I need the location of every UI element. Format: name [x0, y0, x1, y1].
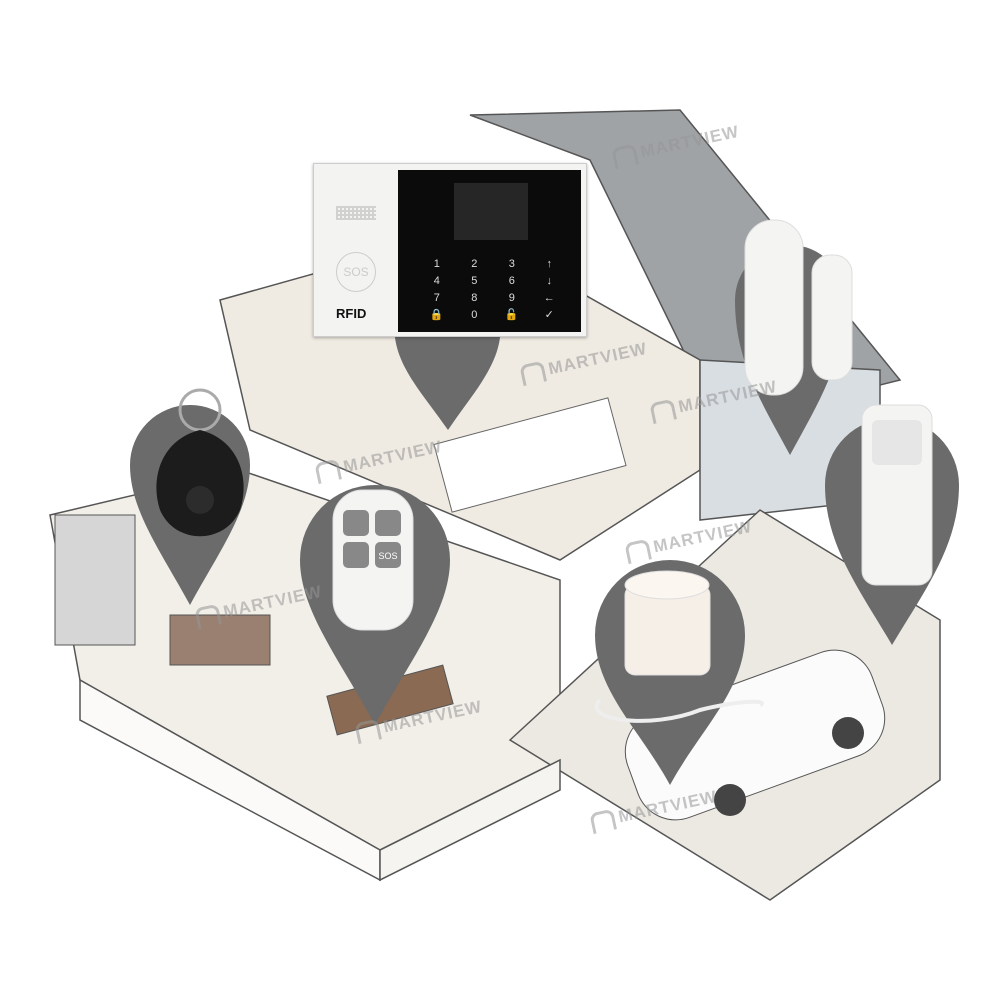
key[interactable]: 0 — [471, 309, 478, 321]
door-sensor-body — [744, 219, 804, 396]
key[interactable]: 3 — [508, 258, 515, 270]
keyfob-center — [186, 486, 214, 514]
remote-button-home[interactable] — [343, 542, 369, 568]
key[interactable]: ← — [543, 292, 555, 304]
remote-button-unlock[interactable] — [375, 510, 401, 536]
siren-top — [624, 570, 710, 600]
car-wheel — [832, 717, 864, 749]
rfid-label: RFID — [336, 306, 367, 321]
key[interactable]: 🔓 — [504, 309, 519, 321]
alarm-control-panel: SOS RFID 1 2 3 ↑ 4 5 6 ↓ 7 8 9 ← 🔒 0 🔓 ✓ — [313, 163, 587, 337]
bed — [433, 397, 627, 513]
key[interactable]: 🔒 — [429, 309, 444, 321]
car-wheel — [714, 784, 746, 816]
key[interactable]: ✓ — [544, 309, 554, 321]
key[interactable]: 8 — [471, 292, 478, 304]
key[interactable]: 9 — [508, 292, 515, 304]
kitchen-island — [169, 614, 271, 666]
key[interactable]: 4 — [433, 275, 440, 287]
key[interactable]: 2 — [471, 258, 478, 270]
pir-lens — [872, 420, 922, 465]
lcd-screen — [454, 183, 528, 240]
refrigerator — [54, 514, 136, 646]
floor-edge — [379, 758, 561, 882]
remote-sos-label: SOS — [378, 551, 397, 561]
siren-cable — [594, 698, 764, 723]
remote-button-sos[interactable] — [375, 542, 401, 568]
map-pin — [394, 320, 501, 430]
door-sensor-magnet — [811, 254, 853, 381]
key[interactable]: ↓ — [546, 275, 553, 287]
keypad: 1 2 3 ↑ 4 5 6 ↓ 7 8 9 ← 🔒 0 🔓 ✓ — [418, 258, 568, 322]
key[interactable]: 5 — [471, 275, 478, 287]
speaker-grill — [336, 206, 376, 220]
car — [624, 649, 886, 821]
key[interactable]: 7 — [433, 292, 440, 304]
key[interactable]: ↑ — [546, 258, 553, 270]
remote-button-lock[interactable] — [343, 510, 369, 536]
key[interactable]: 1 — [433, 258, 440, 270]
sos-button[interactable]: SOS — [336, 252, 376, 292]
keypad-area: 1 2 3 ↑ 4 5 6 ↓ 7 8 9 ← 🔒 0 🔓 ✓ — [398, 170, 581, 332]
key[interactable]: 6 — [508, 275, 515, 287]
rfid-keyfob — [156, 430, 244, 537]
